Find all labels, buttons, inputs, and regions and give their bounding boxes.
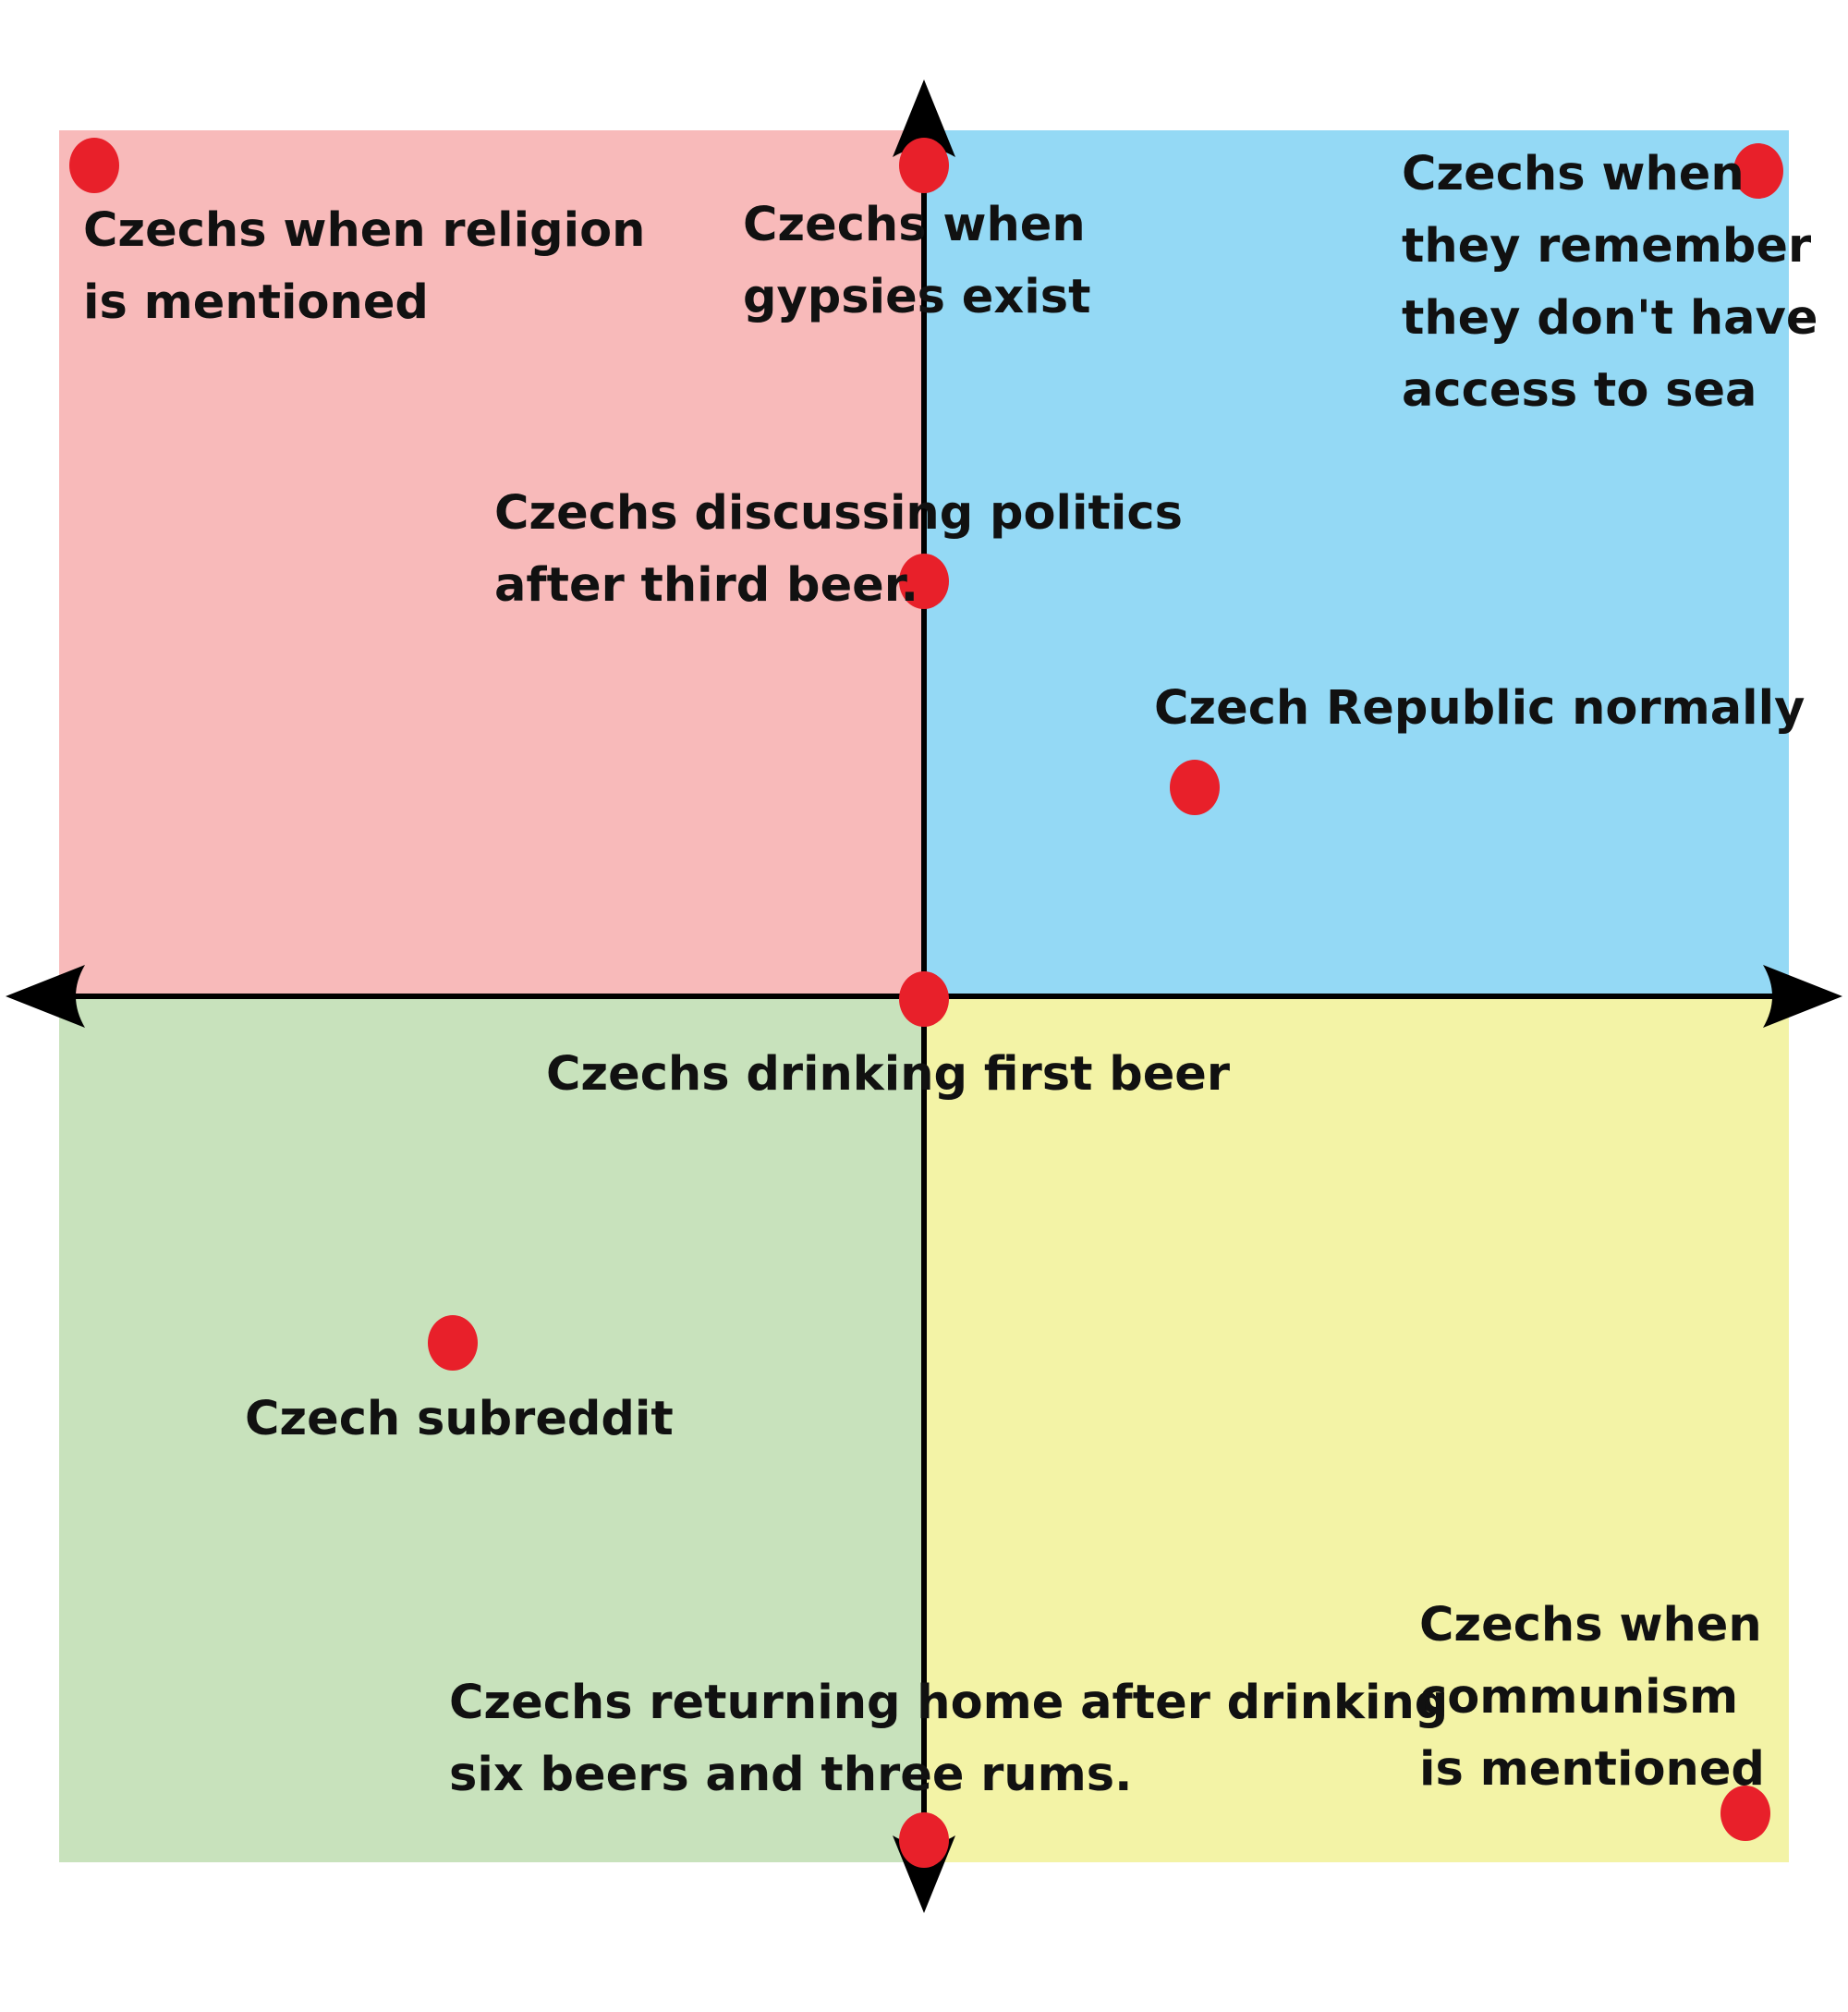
point-dot-first-beer xyxy=(899,971,949,1027)
arrow-up-icon xyxy=(893,79,955,157)
point-label-first-beer: Czechs drinking first beer xyxy=(546,1047,1231,1102)
point-label-sea: Czechs when they remember they don't hav… xyxy=(1402,147,1818,418)
point-dot-subreddit xyxy=(428,1315,478,1371)
point-label-subreddit: Czech subreddit xyxy=(245,1392,674,1446)
quadrant-top-left xyxy=(59,130,924,996)
point-dot-religion xyxy=(69,138,119,193)
point-dot-politics xyxy=(899,554,949,609)
point-label-republic: Czech Republic normally xyxy=(1154,681,1805,736)
point-dot-sea xyxy=(1733,143,1783,199)
point-dot-communism xyxy=(1720,1786,1770,1841)
point-label-gypsies: Czechs when gypsies exist xyxy=(743,198,1091,324)
point-label-rums: Czechs returning home after drinking six… xyxy=(449,1676,1449,1802)
point-label-religion: Czechs when religion is mentioned xyxy=(83,203,646,330)
point-label-communism: Czechs when communism is mentioned xyxy=(1419,1598,1765,1797)
quadrant-bottom-left xyxy=(59,996,924,1862)
point-dot-rums xyxy=(899,1812,949,1868)
arrow-left-icon xyxy=(6,965,85,1028)
quadrant-top-right xyxy=(924,130,1789,996)
point-label-politics: Czechs discussing politics after third b… xyxy=(494,486,1183,613)
quadrant-bottom-right xyxy=(924,996,1789,1862)
point-dot-republic xyxy=(1170,760,1220,815)
point-dot-gypsies xyxy=(899,138,949,193)
arrow-right-icon xyxy=(1763,965,1842,1028)
